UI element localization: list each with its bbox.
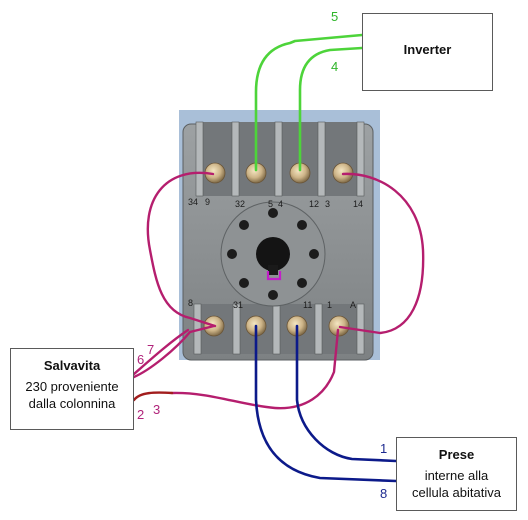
octal-pin-holes bbox=[227, 208, 319, 300]
wire-label-6: 6 bbox=[137, 352, 144, 367]
inverter-box: Inverter bbox=[362, 13, 493, 91]
wire-label-4: 4 bbox=[331, 59, 338, 74]
socket-label-32: 32 bbox=[235, 199, 245, 209]
screw-ba bbox=[328, 315, 350, 337]
inverter-title: Inverter bbox=[403, 42, 452, 57]
socket-label-9: 9 bbox=[205, 197, 210, 207]
salvavita-box: Salvavita 230 proveniente dalla colonnin… bbox=[10, 348, 134, 430]
salvavita-title: Salvavita bbox=[43, 358, 101, 373]
wire-1 bbox=[295, 324, 398, 463]
green-wires bbox=[254, 33, 364, 172]
wire-8 bbox=[254, 324, 398, 483]
wire-loop-left bbox=[146, 171, 217, 328]
socket-label-1: 1 bbox=[327, 300, 332, 310]
navy-wires bbox=[254, 324, 398, 483]
wire-label-5: 5 bbox=[331, 9, 338, 24]
socket-label-34: 34 bbox=[188, 197, 198, 207]
socket-label-3: 3 bbox=[325, 199, 330, 209]
wire-2 bbox=[132, 391, 174, 402]
prese-box: Prese interne alla cellula abitativa bbox=[396, 437, 517, 511]
prese-title: Prese bbox=[438, 447, 475, 462]
prese-line-1: interne alla bbox=[424, 468, 489, 483]
salvavita-line-1: 230 proveniente bbox=[25, 379, 119, 394]
socket-label-14: 14 bbox=[353, 199, 363, 209]
magenta-wires bbox=[132, 171, 425, 410]
octal-socket-hub bbox=[256, 237, 290, 271]
relay-socket: 34 9 32 5 4 12 3 14 8 31 11 1 A bbox=[182, 121, 374, 361]
top-screws bbox=[204, 162, 354, 184]
socket-label-12: 12 bbox=[309, 199, 319, 209]
octal-socket-key bbox=[268, 265, 278, 275]
wire-3 bbox=[170, 328, 340, 410]
wire-6 bbox=[132, 324, 216, 379]
wire-label-3: 3 bbox=[153, 402, 160, 417]
top-separators bbox=[195, 121, 365, 197]
prese-line-2: cellula abitativa bbox=[412, 485, 501, 500]
wire-4 bbox=[298, 46, 364, 172]
socket-label-31: 31 bbox=[233, 300, 243, 310]
wire-5 bbox=[254, 33, 364, 172]
salvavita-line-2: dalla colonnina bbox=[28, 396, 116, 411]
magenta-jumper bbox=[266, 271, 282, 281]
wire-7 bbox=[132, 328, 190, 376]
wire-label-7: 7 bbox=[147, 342, 154, 357]
socket-label-a: A bbox=[350, 300, 356, 310]
wire-label-8: 8 bbox=[380, 486, 387, 501]
wire-label-1: 1 bbox=[380, 441, 387, 456]
socket-label-8: 8 bbox=[188, 298, 193, 308]
wire-loop-right bbox=[338, 172, 425, 335]
socket-label-11: 11 bbox=[303, 300, 312, 310]
wire-label-2: 2 bbox=[137, 407, 144, 422]
socket-label-5: 5 bbox=[268, 199, 273, 209]
socket-label-4: 4 bbox=[278, 199, 283, 209]
